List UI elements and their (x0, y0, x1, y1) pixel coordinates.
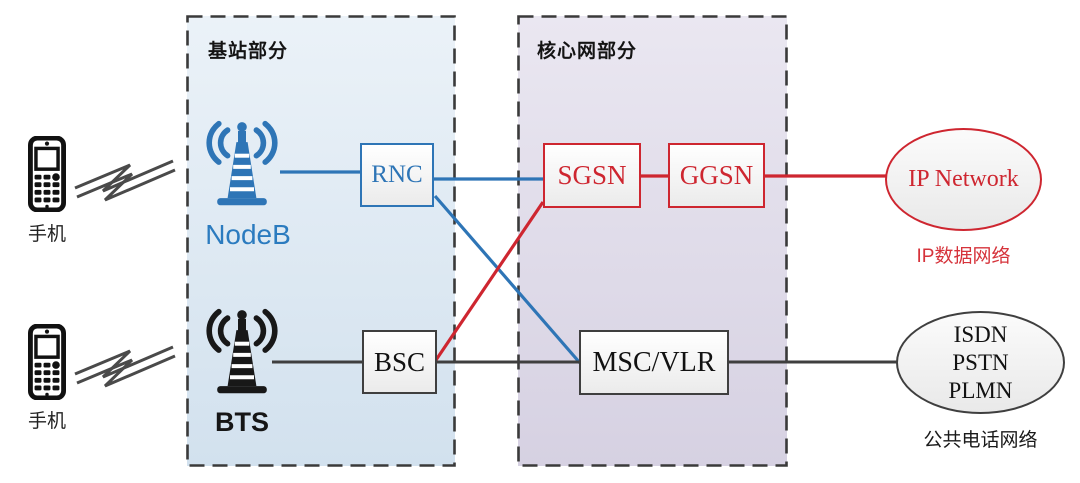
nodeb-label: NodeB (205, 219, 291, 250)
ip-network-cloud-label: IP Network (908, 166, 1019, 192)
mobile-phone-icon (28, 136, 66, 212)
base-station-dashed-border (186, 15, 456, 467)
phone-label: 手机 (27, 224, 66, 245)
ggsn-node: GGSN (668, 143, 765, 208)
radio-link-icon (74, 345, 176, 388)
ip-network-cloud: IP Network (885, 128, 1042, 231)
sgsn-node-label: SGSN (557, 160, 627, 190)
nodeb-antenna-tower-icon (206, 120, 278, 206)
base-station-group-title: 基站部分 (208, 41, 289, 62)
radio-link-icon (74, 159, 176, 202)
mobile-phone-icon (28, 324, 66, 400)
bsc-node: BSC (362, 330, 437, 394)
msc-vlr-node: MSC/VLR (579, 330, 729, 395)
pstn-cloud-line-isdn: ISDN (953, 321, 1008, 347)
bts-label: BTS (215, 407, 269, 437)
phone-label: 手机 (27, 411, 66, 432)
link-rnc-mscvlr (433, 194, 582, 365)
sgsn-node: SGSN (543, 143, 641, 208)
bsc-node-label: BSC (373, 346, 426, 377)
pstn-caption: 公共电话网络 (923, 430, 1038, 451)
msc-vlr-node-label: MSC/VLR (592, 346, 716, 378)
core-network-dashed-border (517, 15, 788, 467)
core-network-group-title: 核心网部分 (537, 41, 638, 62)
link-bsc-sgsn (434, 201, 545, 361)
pstn-cloud-line-plmn: PLMN (948, 377, 1013, 403)
bts-antenna-tower-icon (206, 308, 278, 394)
ip-network-caption: IP数据网络 (916, 246, 1011, 267)
pstn-cloud: ISDN PSTN PLMN (896, 311, 1065, 414)
rnc-node-label: RNC (371, 161, 423, 188)
ggsn-node-label: GGSN (679, 160, 754, 190)
rnc-node: RNC (360, 143, 434, 207)
pstn-cloud-line-pstn: PSTN (952, 349, 1009, 375)
